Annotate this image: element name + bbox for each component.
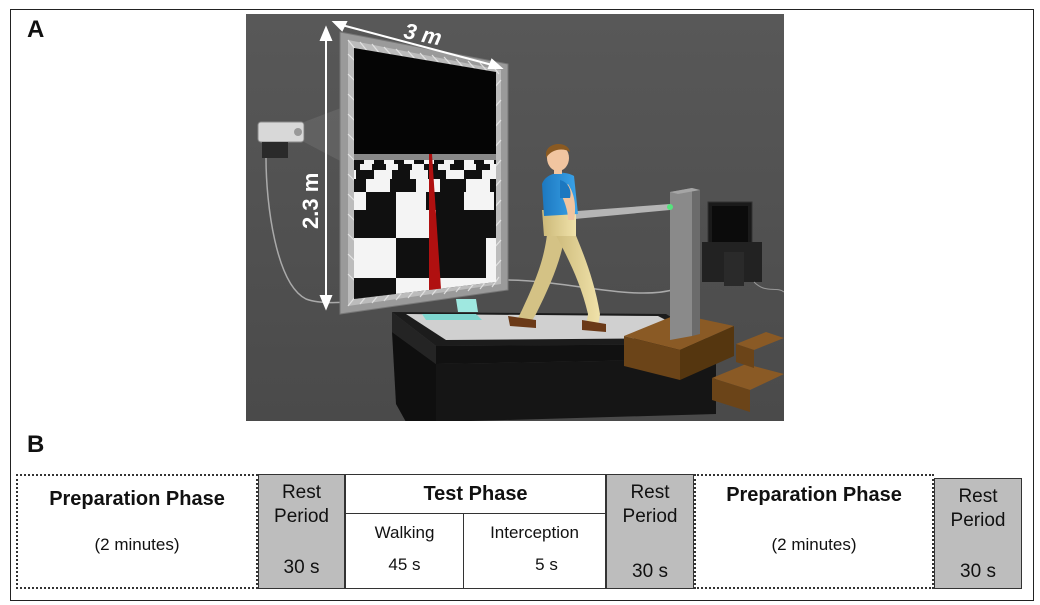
preparation-phase-2-duration: (2 minutes) <box>771 535 857 554</box>
interception-path-line <box>429 154 442 299</box>
walking-segment: Walking 45 s <box>345 513 464 589</box>
computer-monitor-icon <box>702 201 785 293</box>
projection-screen <box>339 31 509 315</box>
preparation-phase-2-title: Preparation Phase <box>726 484 902 506</box>
preparation-phase-2: Preparation Phase (2 minutes) <box>694 474 934 589</box>
rest-period-1: Rest Period 30 s <box>258 474 345 589</box>
rest-period-1-time: 30 s <box>283 557 320 579</box>
checkerboard-floor <box>354 154 496 299</box>
rest-period-2: Rest Period 30 s <box>606 474 694 589</box>
interception-segment: Interception 5 s <box>463 513 606 589</box>
interception-time: 5 s <box>535 555 558 574</box>
rest-period-1-line1: Rest <box>281 482 322 503</box>
rest-period-2-line1: Rest <box>630 482 670 503</box>
panel-a-letter: A <box>27 16 45 43</box>
rest-period-1-line2: Period <box>274 505 329 527</box>
rest-period-3-line2: Period <box>950 509 1006 531</box>
rest-period-3-time: 30 s <box>960 561 996 583</box>
preparation-phase-1: Preparation Phase (2 minutes) <box>16 474 258 589</box>
dimension-arrows <box>319 21 504 311</box>
rest-period-2-line2: Period <box>622 505 678 527</box>
interception-label: Interception <box>490 523 579 542</box>
rest-period-2-time: 30 s <box>632 561 668 583</box>
test-phase-title: Test Phase <box>423 483 528 505</box>
walking-time: 45 s <box>388 555 421 574</box>
preparation-phase-1-duration: (2 minutes) <box>94 535 180 554</box>
walking-label: Walking <box>374 523 435 542</box>
test-phase-header: Test Phase <box>345 474 606 514</box>
experimental-setup-illustration: 3 m 2.3 m <box>246 14 785 422</box>
handrail-pole <box>564 188 700 340</box>
preparation-phase-1-title: Preparation Phase <box>49 488 225 510</box>
panel-b-letter: B <box>27 431 45 458</box>
height-label: 2.3 m <box>298 173 323 229</box>
rest-period-3: Rest Period 30 s <box>934 478 1022 589</box>
rest-period-3-line1: Rest <box>958 486 998 507</box>
walking-person-figure <box>508 143 606 332</box>
